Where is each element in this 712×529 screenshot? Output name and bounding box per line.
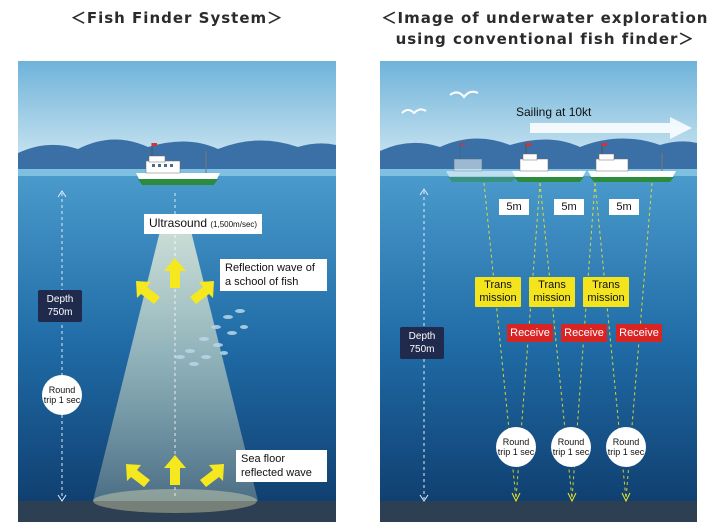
round-trip-circle-3: Round trip 1 sec: [606, 427, 646, 467]
sea-floor: [380, 501, 697, 522]
ultrasound-beam: [93, 219, 258, 501]
bird-icon: [401, 90, 479, 115]
receive-label-1: Receive: [507, 324, 553, 342]
round-trip-circle: Round trip 1 sec: [42, 375, 82, 415]
sea-floor: [18, 501, 336, 522]
ship-icon: [136, 143, 220, 185]
mountains: [18, 139, 336, 173]
receive-label-2: Receive: [561, 324, 607, 342]
round-trip-circle-2: Round trip 1 sec: [551, 427, 591, 467]
fish-school: [175, 309, 248, 366]
signal-arrowheads: [511, 492, 631, 503]
ultrasound-text: Ultrasound: [149, 216, 208, 230]
ship-faded-icon: [446, 143, 518, 182]
ultrasound-speed: (1,500m/sec): [210, 220, 258, 229]
right-title-line1: ＜Image of underwater exploration: [381, 9, 709, 27]
ultrasound-label: Ultrasound (1,500m/sec): [144, 214, 263, 234]
distance-label-1: 5m: [499, 199, 529, 215]
sailing-arrow: [530, 117, 692, 139]
right-title-line2: using conventional fish finder＞: [395, 30, 695, 48]
transmission-label-1: Trans mission: [475, 277, 521, 307]
ship-front-icon: [588, 143, 676, 182]
left-title: ＜Fish Finder System＞: [70, 9, 284, 27]
sailing-label: Sailing at 10kt: [516, 105, 592, 119]
depth-badge: Depth 750m: [400, 327, 444, 359]
reflection-arrows: [136, 258, 214, 304]
seafloor-wave-label: Sea floor reflected wave: [236, 450, 327, 482]
reflection-wave-label: Reflection wave of a school of fish: [220, 259, 327, 291]
fish-finder-panel: Ultrasound (1,500m/sec) Reflection wave …: [18, 61, 336, 522]
transmission-label-2: Trans mission: [529, 277, 575, 307]
exploration-panel: Sailing at 10kt 5m 5m 5m Trans mission T…: [380, 61, 697, 522]
round-trip-circle-1: Round trip 1 sec: [496, 427, 536, 467]
depth-badge: Depth 750m: [38, 290, 82, 322]
seafloor-arrows: [126, 455, 224, 487]
distance-label-3: 5m: [609, 199, 639, 215]
transmission-label-3: Trans mission: [583, 277, 629, 307]
receive-label-3: Receive: [616, 324, 662, 342]
ship-middle-icon: [512, 143, 586, 182]
distance-label-2: 5m: [554, 199, 584, 215]
